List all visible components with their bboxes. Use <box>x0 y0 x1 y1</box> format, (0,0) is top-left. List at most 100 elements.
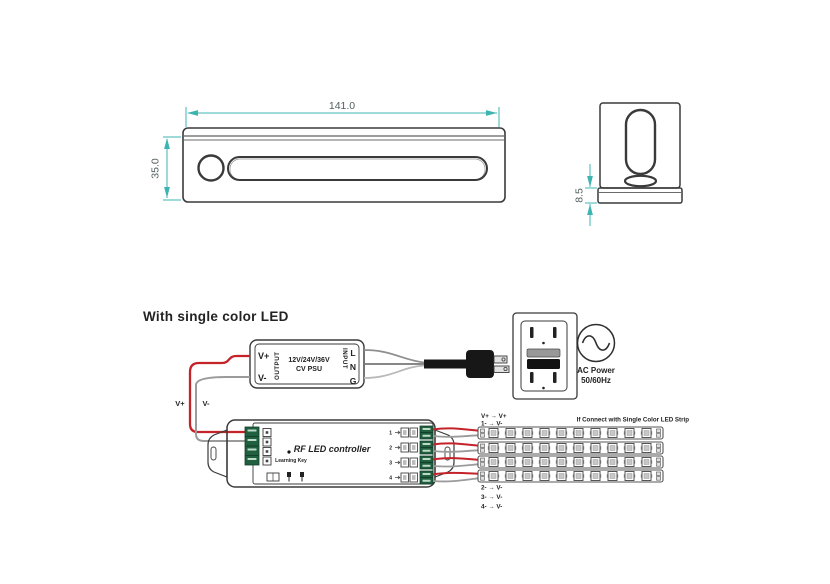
controller-title: RF LED controller <box>294 444 371 454</box>
wall-outlet <box>512 312 578 400</box>
outlet-slot-top-left <box>530 327 534 338</box>
dc-plus-label: V+ <box>175 399 185 408</box>
plug-prong-hole-top <box>501 357 506 362</box>
mounting-ear-left <box>207 429 228 478</box>
side-button-ellipse <box>623 174 658 188</box>
mounting-hole-right <box>444 446 451 461</box>
led-strip-3 <box>478 456 663 468</box>
wiring-title: With single color LED <box>143 309 289 324</box>
thickness-dimension-label: 8.5 <box>574 188 586 203</box>
psu-output-minus-label: V- <box>258 373 267 383</box>
dc-minus-label: V- <box>202 399 210 408</box>
psu-neutral-label: N <box>350 362 356 372</box>
map-label-ch1: 1- → V- <box>481 421 502 428</box>
outlet-reset-button <box>527 359 560 369</box>
strip-wiring <box>432 427 479 483</box>
psu-output-plus-label: V+ <box>258 351 269 361</box>
psu-output-label: OUTPUT <box>274 352 281 380</box>
output-terminal-4 <box>419 470 434 485</box>
plug-prong-bottom <box>493 365 510 373</box>
touch-slider-slot-inner <box>229 158 486 180</box>
plug-body <box>466 350 494 378</box>
power-plug <box>466 350 510 378</box>
ac-power-symbol: AC Power 50/60Hz <box>576 323 616 385</box>
plug-prong-hole-bottom <box>503 366 508 371</box>
height-dimension: 35.0 <box>150 136 181 201</box>
plug-prong-top <box>493 355 508 364</box>
outlet-test-button <box>526 348 561 358</box>
channel-4-label: 4 <box>389 476 392 482</box>
strip1-plus-wire <box>432 427 479 432</box>
output-terminal-2 <box>419 440 434 455</box>
touch-slider-slot <box>227 156 488 181</box>
channel-1-label: 1 <box>389 431 392 437</box>
outlet-face <box>520 320 568 392</box>
led-strip-1 <box>478 427 663 439</box>
front-view-drawing: 141.0 35.0 <box>150 100 506 203</box>
strip4-plus-wire <box>432 471 479 476</box>
thickness-dimension: 8.5 <box>574 164 597 226</box>
channel-1-ports <box>394 427 418 438</box>
channel-2-label: 2 <box>389 446 392 452</box>
strip3-minus-wire <box>432 463 479 468</box>
strip2-plus-wire <box>432 442 479 447</box>
strip1-minus-wire <box>432 434 479 438</box>
ac-power-label-line1: AC Power <box>577 366 615 375</box>
outlet-ground-bottom <box>542 386 545 390</box>
psu-inner-outline <box>254 343 360 385</box>
controller-body <box>226 419 436 488</box>
sine-wave-icon <box>581 335 611 351</box>
strip4-minus-wire <box>432 477 479 483</box>
led-strip-2 <box>478 442 663 454</box>
touch-button-circle <box>197 154 225 182</box>
channel-3-label: 3 <box>389 461 392 467</box>
outlet-plate <box>512 312 578 400</box>
live-wire <box>363 349 425 364</box>
strip-note: If Connect with Single Color LED Strip <box>577 417 690 424</box>
learning-key-button <box>287 450 291 454</box>
ac-wiring: AC Power 50/60Hz <box>363 312 616 400</box>
input-terminal-block <box>244 426 260 466</box>
side-view-drawing: 8.5 <box>574 102 683 226</box>
dc-plus-wire <box>188 354 250 434</box>
width-dimension-label: 141.0 <box>329 100 355 112</box>
map-label-ch4: 4- → V- <box>481 504 502 511</box>
mounting-hole-left <box>210 446 217 461</box>
strip-mapping-labels: V+ → V+ 1- → V- 2- → V- 3- → V- 4- → V- … <box>481 413 689 511</box>
channel-2-ports <box>394 442 418 453</box>
psu-spec-line2: CV PSU <box>296 366 322 373</box>
learning-key-label: Learning Key <box>275 458 307 464</box>
panel-outline <box>182 127 506 203</box>
psu-live-label: L <box>350 348 355 358</box>
dc-wiring: V+ V- <box>175 354 250 442</box>
height-dimension-label: 35.0 <box>150 158 162 179</box>
ac-power-label-line2: 50/60Hz <box>581 376 611 385</box>
rf-controller: Learning Key RF LED controller 1 2 3 4 <box>207 419 455 488</box>
dc-minus-wire <box>195 376 250 442</box>
ac-circle <box>576 323 616 363</box>
output-channels: 1 2 3 4 <box>389 425 434 485</box>
map-label-vplus: V+ → V+ <box>481 413 507 420</box>
outlet-slot-bottom-left <box>530 372 534 383</box>
led-strips <box>478 427 663 482</box>
psu: V+ V- OUTPUT 12V/24V/36V CV PSU INPUT L … <box>249 339 365 389</box>
width-dimension: 141.0 <box>185 100 500 127</box>
ground-wire <box>363 364 425 379</box>
controller-bottom-connectors <box>266 472 304 482</box>
strip3-plus-wire <box>432 457 479 461</box>
led-strip-4 <box>478 470 663 482</box>
map-label-ch2: 2- → V- <box>481 485 502 492</box>
map-label-ch3: 3- → V- <box>481 494 502 501</box>
output-terminal-1 <box>419 425 434 440</box>
output-terminal-3 <box>419 455 434 470</box>
side-slider-slot <box>624 108 657 176</box>
outlet-slot-bottom-right <box>553 372 557 383</box>
input-screw-ports <box>262 428 272 466</box>
outlet-slot-top-right <box>553 327 557 338</box>
channel-4-ports <box>394 472 418 483</box>
psu-ground-label: G <box>350 376 357 386</box>
channel-3-ports <box>394 457 418 468</box>
side-base-outline <box>597 187 683 204</box>
